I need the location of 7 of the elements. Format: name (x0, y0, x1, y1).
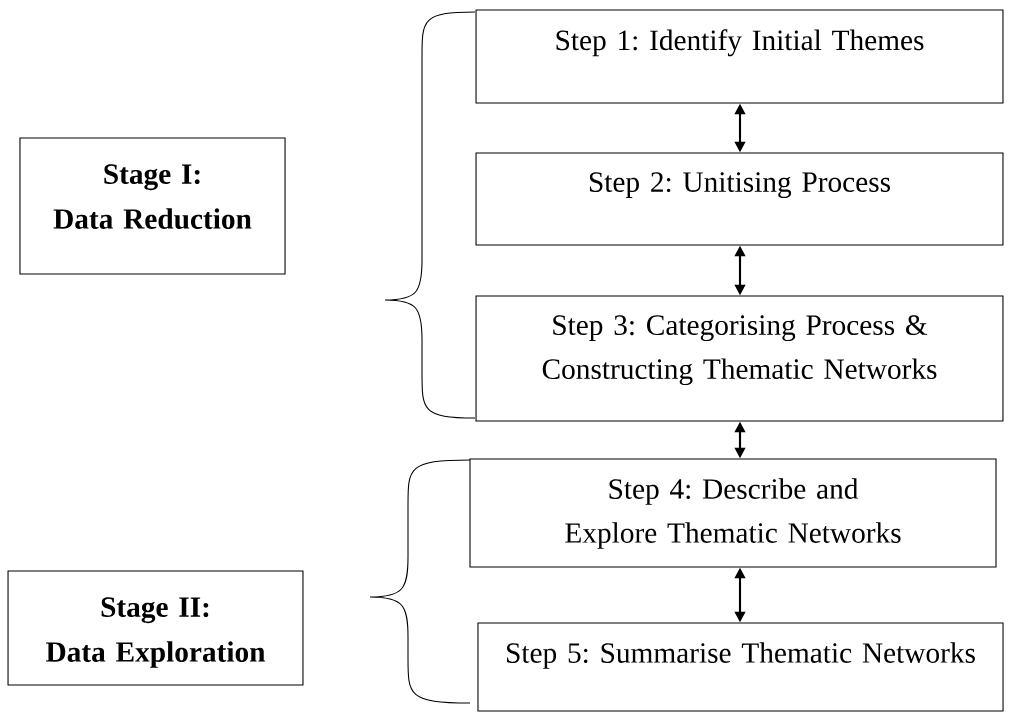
stage-box: Stage I: Data Reduction (19, 137, 286, 275)
step-box: Step 4: Describe and Explore Thematic Networks (469, 458, 997, 568)
stage-box: Stage II: Data Exploration (7, 570, 304, 686)
step-box: Step 3: Categorising Process & Constructing Thematic Networks (475, 295, 1004, 422)
step-box: Step 1: Identify Initial Themes (475, 9, 1004, 104)
step-box: Step 2: Unitising Process (475, 152, 1004, 246)
step-box: Step 5: Summarise Thematic Networks (477, 622, 1004, 712)
